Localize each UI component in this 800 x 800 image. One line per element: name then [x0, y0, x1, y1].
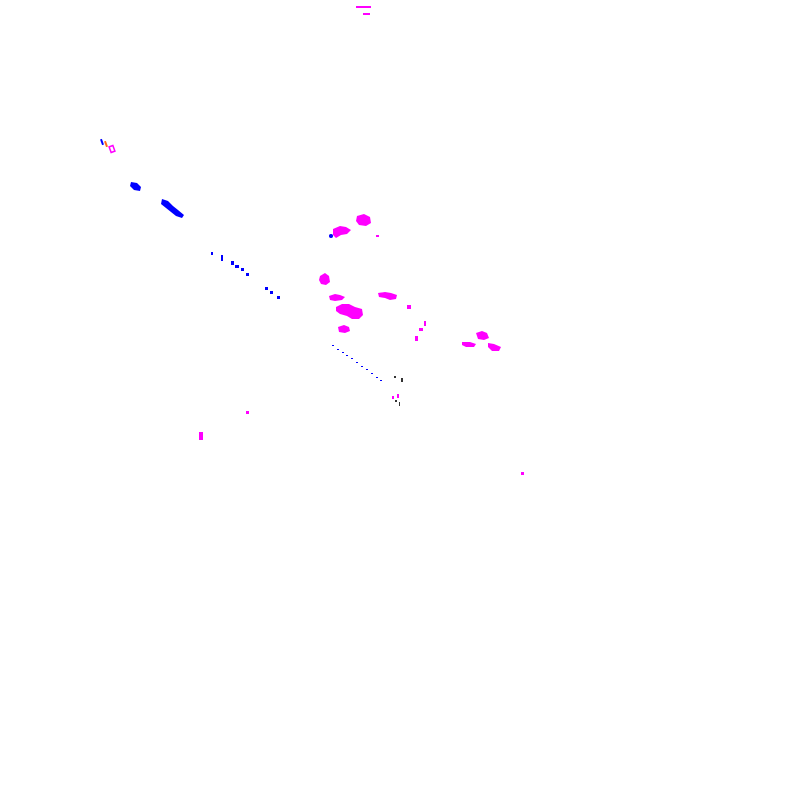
- streak-dot: [397, 394, 399, 398]
- magenta-dot: [521, 472, 524, 475]
- blue-trail: [130, 182, 280, 299]
- streak-dot: [337, 349, 339, 350]
- magenta-marker: [108, 144, 116, 154]
- blue-dot: [235, 265, 239, 268]
- top-marker-group: [356, 6, 371, 15]
- blue-dot: [231, 261, 234, 265]
- streak-dot: [332, 345, 334, 346]
- thin-streak: [332, 345, 403, 406]
- magenta-clusters: [199, 214, 524, 475]
- blue-dot: [270, 291, 273, 294]
- magenta-blob: [462, 342, 476, 347]
- blue-dot: [241, 268, 244, 271]
- magenta-blob: [476, 331, 489, 340]
- streak-dot: [380, 380, 382, 381]
- magenta-dot: [419, 328, 423, 331]
- top-marker-line: [363, 13, 370, 15]
- blue-marker: [100, 138, 104, 146]
- streak-dot: [392, 396, 394, 399]
- magenta-dot: [376, 235, 379, 237]
- streak-dot: [351, 358, 353, 359]
- streak-dot: [342, 352, 344, 353]
- streak-dot: [366, 369, 368, 370]
- streak-dot: [401, 378, 403, 382]
- magenta-blob: [336, 304, 363, 319]
- magenta-dot: [199, 432, 203, 440]
- magenta-blob: [378, 292, 397, 300]
- blue-dot: [211, 252, 213, 255]
- streak-dot: [376, 377, 378, 378]
- corner-marker-group: [100, 138, 116, 154]
- magenta-blob: [319, 273, 330, 285]
- streak-dot: [395, 400, 397, 402]
- streak-dot: [399, 402, 400, 406]
- blue-blob: [161, 199, 184, 218]
- magenta-dot: [424, 321, 426, 326]
- magenta-blob: [333, 226, 351, 238]
- blue-dot: [221, 255, 223, 261]
- magenta-blob: [356, 214, 371, 226]
- blue-blob: [130, 182, 141, 191]
- streak-dot: [361, 366, 363, 367]
- streak-dot: [371, 373, 373, 374]
- streak-dot: [394, 376, 396, 378]
- magenta-blob: [329, 294, 345, 301]
- blue-dot: [265, 287, 268, 290]
- magenta-dot: [407, 305, 411, 309]
- blue-point: [329, 234, 333, 238]
- magenta-blob: [488, 343, 501, 351]
- magenta-dot: [246, 411, 249, 414]
- top-marker-line: [356, 6, 371, 8]
- blue-dot: [246, 273, 249, 276]
- streak-dot: [346, 355, 348, 356]
- magenta-blob: [338, 325, 350, 333]
- orange-marker: [104, 140, 108, 148]
- blue-dot: [277, 296, 280, 299]
- streak-dot: [356, 362, 358, 363]
- magenta-dot: [415, 336, 418, 341]
